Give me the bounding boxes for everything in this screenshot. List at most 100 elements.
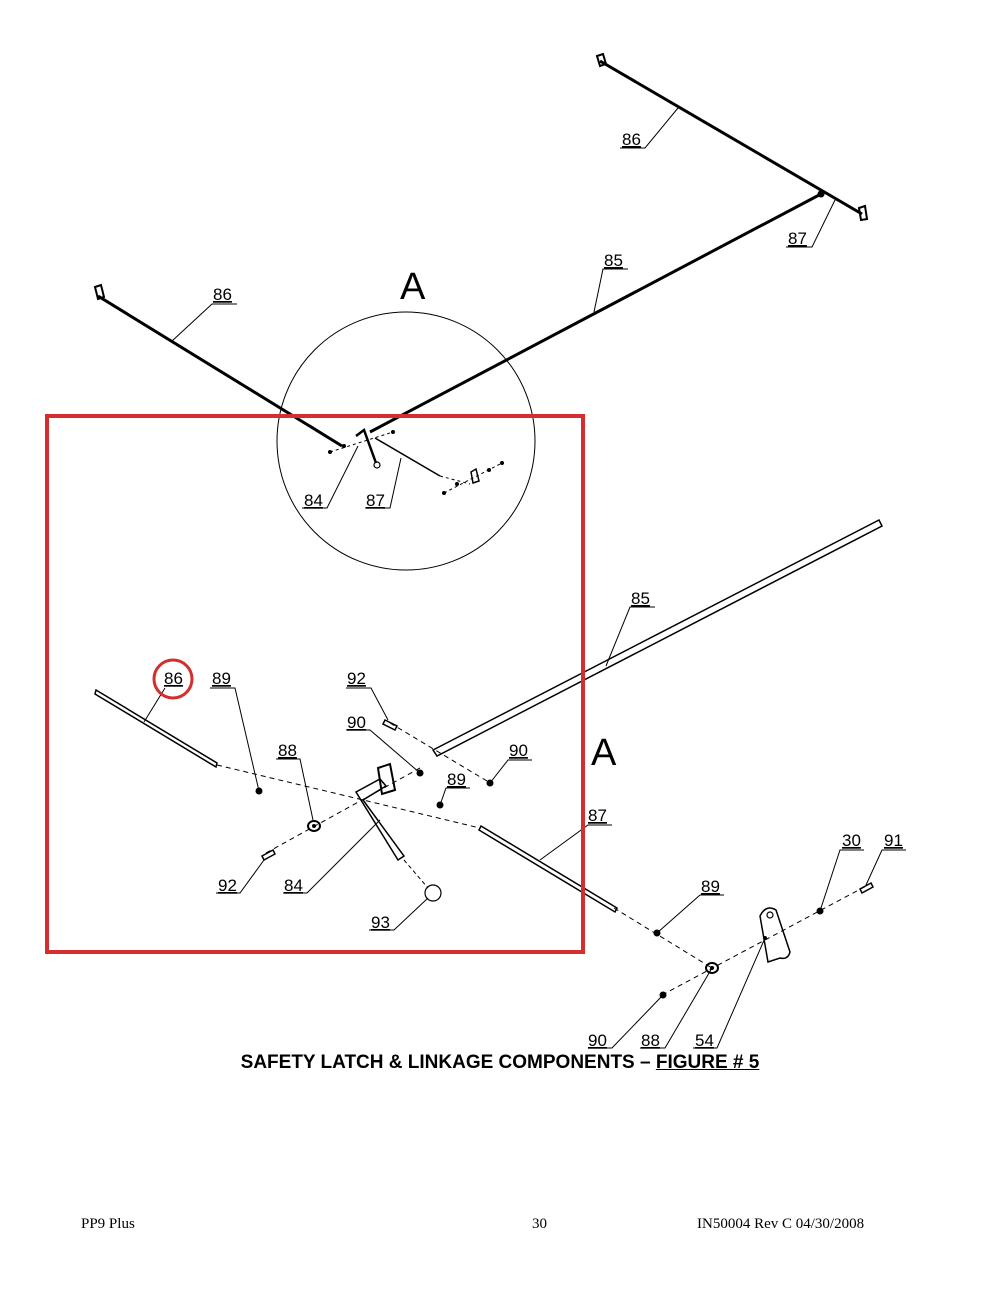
detail-linkage <box>374 437 441 477</box>
leader-line <box>593 268 628 313</box>
leader-line <box>346 729 421 774</box>
bolt-92 <box>261 848 276 862</box>
leader-line <box>439 787 470 806</box>
leader-line <box>819 849 864 912</box>
leader-line <box>605 606 655 667</box>
footer-page-number: 30 <box>532 1216 547 1232</box>
callout-92-lower-b: 92 <box>218 876 237 895</box>
callout-85-lower: 85 <box>631 589 650 608</box>
leader-line <box>588 994 664 1049</box>
detail-view-circle <box>276 311 536 571</box>
rod-86-lower <box>94 688 218 769</box>
callout-84-detail: 84 <box>304 491 323 510</box>
detail-dot <box>342 444 346 448</box>
callout-90-lower-c: 90 <box>588 1031 607 1050</box>
rod-end-clevis <box>595 52 608 68</box>
callout-30-lower: 30 <box>842 831 861 850</box>
rod-85-lower <box>431 518 884 757</box>
callout-92-lower-a: 92 <box>347 669 366 688</box>
bracket-54-hole <box>766 911 774 919</box>
leader-line <box>210 687 260 792</box>
crank-84-hub <box>376 762 397 796</box>
callout-88-lower-b: 88 <box>641 1031 660 1050</box>
bolt-92 <box>381 718 399 732</box>
leader-line <box>539 824 612 861</box>
callout-89-lower-a: 89 <box>212 669 231 688</box>
leader-line <box>171 303 237 342</box>
leader-line <box>302 445 359 509</box>
callout-54-lower: 54 <box>695 1031 714 1050</box>
detail-linkage <box>439 475 471 485</box>
detail-dot <box>487 468 491 472</box>
footer-document-revision: IN50004 Rev C 04/30/2008 <box>697 1216 865 1232</box>
assembly-centerline <box>661 884 869 996</box>
detail-dot <box>391 430 395 434</box>
highlight-circle <box>152 658 194 700</box>
callout-86-lower: 86 <box>164 669 183 688</box>
view-label-a-top: A <box>400 266 426 308</box>
leader-line <box>693 937 766 1049</box>
detail-linkage <box>309 424 341 445</box>
detail-dot <box>500 461 504 465</box>
assembly-centerline <box>265 767 421 854</box>
leader-line <box>276 758 314 821</box>
detail-dot <box>328 450 332 454</box>
assembly-centerline <box>389 722 493 785</box>
callout-85-top: 85 <box>604 251 623 270</box>
view-label-a-lower: A <box>591 732 617 774</box>
pivot-88 <box>307 820 321 832</box>
detail-knob <box>373 461 381 469</box>
leader-line <box>369 897 429 931</box>
bracket-54 <box>759 907 791 963</box>
figure-caption: SAFETY LATCH & LINKAGE COMPONENTS – FIGU… <box>0 1052 1000 1074</box>
detail-dot <box>455 482 459 486</box>
leader-line <box>620 107 679 149</box>
leader-line <box>656 894 724 934</box>
leader-line <box>403 859 429 889</box>
footer-model: PP9 Plus <box>81 1216 135 1232</box>
callout-90-lower-a: 90 <box>347 713 366 732</box>
detail-crank-lever <box>355 427 378 464</box>
callout-86-left: 86 <box>213 285 232 304</box>
callout-88-lower-a: 88 <box>278 741 297 760</box>
detail-bracket <box>470 467 480 484</box>
highlight-box <box>45 414 585 954</box>
rod-86-upper-right <box>599 59 863 216</box>
assembly-centerline <box>216 764 481 829</box>
rod-end-clevis <box>93 283 106 301</box>
detail-dot <box>442 491 446 495</box>
callout-84-lower: 84 <box>284 876 303 895</box>
rod-86-upper-left <box>97 294 343 448</box>
caption-figure-number: FIGURE # 5 <box>655 1052 760 1073</box>
leader-line <box>640 967 713 1049</box>
leader-line <box>216 859 265 894</box>
callout-87-top: 87 <box>788 229 807 248</box>
crank-84 <box>354 778 406 862</box>
pivot-88-center <box>312 824 316 828</box>
callout-87-lower: 87 <box>588 806 607 825</box>
leader-line <box>346 687 389 721</box>
callout-89-lower-c: 89 <box>701 877 720 896</box>
rod-87-lower <box>478 824 618 914</box>
leader-line <box>489 759 532 784</box>
callout-87-detail: 87 <box>366 491 385 510</box>
callout-93-lower: 93 <box>371 913 390 932</box>
knob-93 <box>424 884 442 902</box>
detail-linkage <box>443 462 503 494</box>
detail-linkage <box>329 431 394 453</box>
assembly-centerline <box>613 907 713 969</box>
leader-line <box>365 457 402 509</box>
bolt-91 <box>859 881 874 895</box>
rod-end-clevis <box>857 204 869 222</box>
leader-line <box>786 197 837 248</box>
callout-89-lower-b: 89 <box>447 770 466 789</box>
rod-85-upper <box>369 192 822 434</box>
leader-line <box>283 819 381 894</box>
callout-90-lower-b: 90 <box>509 741 528 760</box>
leader-line <box>865 849 906 886</box>
callout-86-top: 86 <box>622 130 641 149</box>
callout-91-lower: 91 <box>884 831 903 850</box>
caption-text: SAFETY LATCH & LINKAGE COMPONENTS – <box>240 1052 656 1073</box>
pivot-88 <box>705 962 719 974</box>
